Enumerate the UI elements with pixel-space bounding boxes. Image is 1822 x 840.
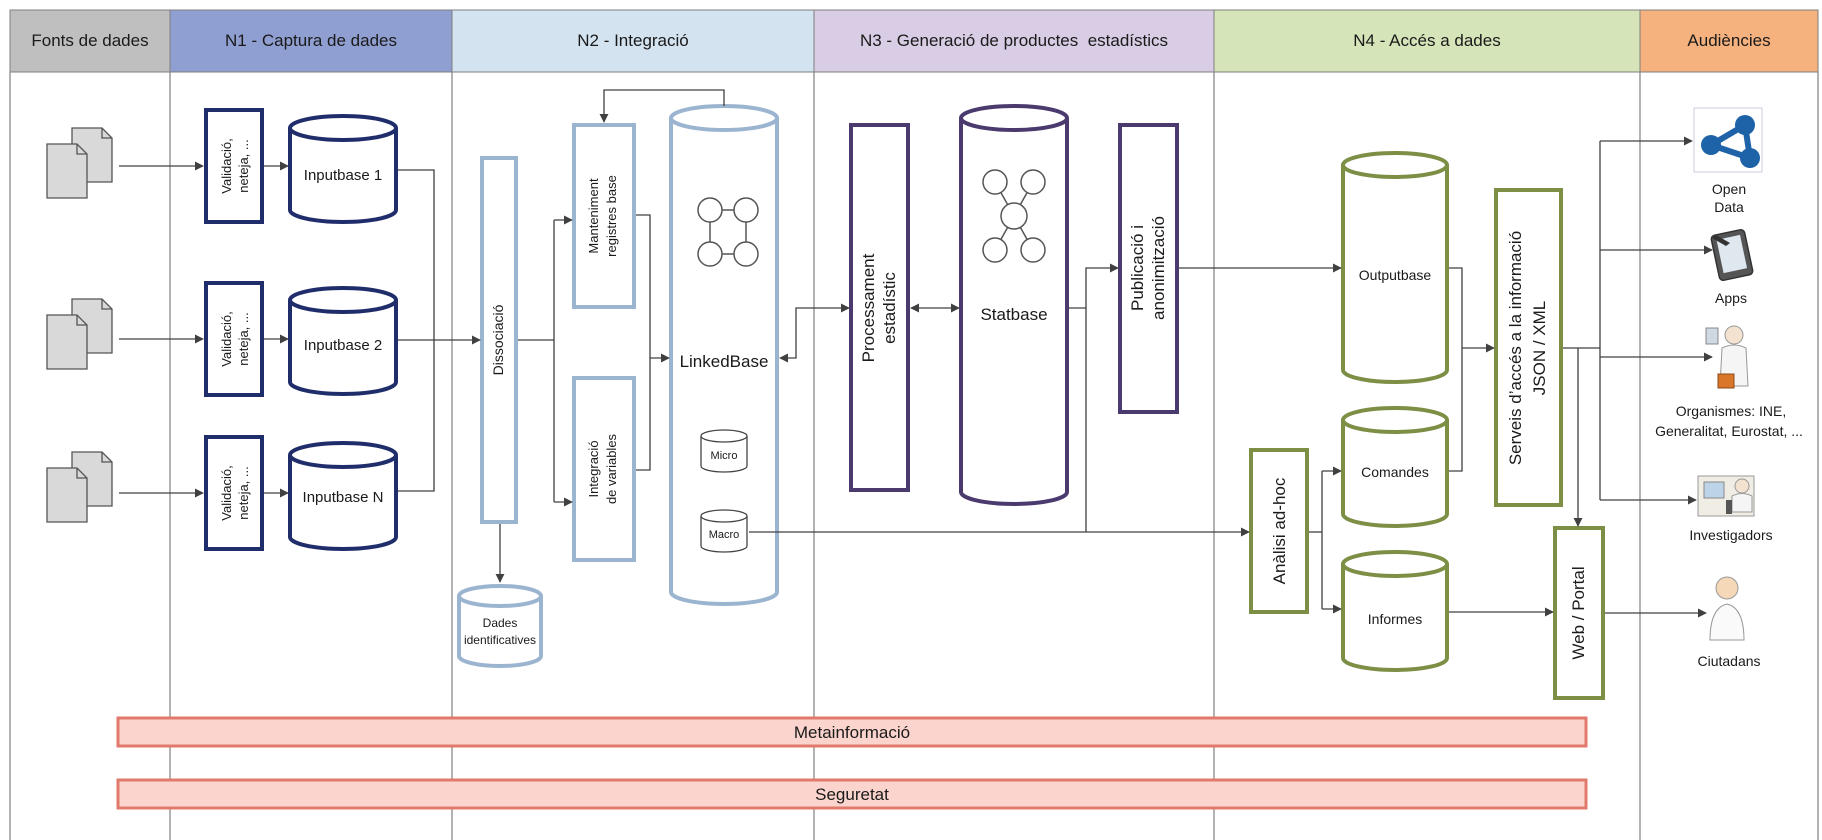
statbase-label: Statbase: [980, 305, 1047, 324]
validation-box-1: [204, 108, 264, 224]
source-doc-1-icon: [46, 127, 113, 199]
open-data-label-1: Open: [1712, 181, 1746, 197]
processament-label-2: estadístic: [880, 272, 899, 344]
seguretat-label: Seguretat: [815, 785, 889, 804]
source-doc-3-icon: [46, 451, 113, 523]
manteniment-label-2: registres base: [604, 175, 619, 257]
integracio-box: [572, 376, 636, 562]
validation-label-2a: Validació,: [219, 311, 234, 366]
citizen-icon: [1709, 576, 1745, 641]
validation-box-3: [204, 435, 264, 551]
apps-label: Apps: [1715, 290, 1747, 306]
n2-components: Dissociació Dades identificatives Manten…: [457, 104, 779, 668]
researcher-icon: [1697, 475, 1755, 517]
outputbase-label: Outputbase: [1359, 267, 1432, 283]
connectors: [119, 89, 1713, 618]
lane-title-n1: N1 - Captura de dades: [225, 31, 397, 50]
manteniment-label-1: Manteniment: [586, 178, 601, 254]
lane-header-n4: [1213, 9, 1641, 73]
source-doc-2-icon: [46, 298, 113, 370]
lane-headers: Fonts de dades N1 - Captura de dades N2 …: [9, 9, 1819, 73]
comandes-label: Comandes: [1361, 464, 1429, 480]
macro-label: Macro: [709, 529, 740, 541]
open-data-label-2: Data: [1714, 199, 1744, 215]
inputbase-1-label: Inputbase 1: [304, 167, 382, 184]
investigadors-label: Investigadors: [1689, 527, 1772, 543]
dades-ident-label-2: identificatives: [464, 633, 536, 647]
validation-label-1b: neteja, ...: [236, 139, 251, 192]
serveis-label-1: Serveis d’accés a la informació: [1506, 231, 1525, 465]
audiences: Open Data Apps Organismes: INE, Generali…: [1655, 107, 1803, 669]
integracio-label-2: de variables: [604, 433, 619, 504]
n3-components: Processament estadístic Statbase Publica…: [849, 104, 1179, 506]
inputbase-n-label: Inputbase N: [303, 489, 384, 506]
inputbase-2-label: Inputbase 2: [304, 337, 382, 354]
web-portal-box: [1553, 526, 1605, 700]
publicacio-label-1: Publicació i: [1128, 225, 1147, 311]
lane-header-n2: [451, 9, 815, 73]
lane-header-n3: [813, 9, 1215, 73]
analisi-box: [1249, 448, 1309, 614]
lane-title-n2: N2 - Integració: [577, 31, 689, 50]
n1-validation-boxes: Validació, neteja, ... Validació, neteja…: [204, 108, 264, 551]
lane-header-n1: [169, 9, 453, 73]
informes-label: Informes: [1368, 611, 1422, 627]
lane-title-n3: N3 - Generació de productes estadístics: [860, 31, 1168, 50]
metainformacio-label: Metainformació: [794, 723, 910, 742]
organismes-label-2: Generalitat, Eurostat, ...: [1655, 423, 1803, 439]
linkedbase-label: LinkedBase: [680, 352, 769, 371]
analisi-label: Anàlisi ad-hoc: [1270, 477, 1289, 584]
open-data-icon: [1693, 107, 1763, 173]
network-graph-icon: [697, 197, 759, 267]
processament-label-1: Processament: [859, 253, 878, 362]
n4-components: Outputbase Comandes Informes Anàlisi ad-…: [1249, 151, 1605, 700]
serveis-box: [1494, 188, 1563, 507]
n1-inputbases: Inputbase 1 Inputbase 2 Inputbase N: [288, 114, 398, 551]
micro-label: Micro: [711, 450, 738, 462]
validation-label-3b: neteja, ...: [236, 466, 251, 519]
validation-label-3a: Validació,: [219, 465, 234, 520]
integracio-label-1: Integració: [586, 440, 601, 497]
validation-box-2: [204, 281, 264, 397]
publicacio-label-2: anonimització: [1149, 216, 1168, 320]
lane-title-fonts: Fonts de dades: [31, 31, 148, 50]
lane-title-n4: N4 - Accés a dades: [1353, 31, 1500, 50]
organismes-label-1: Organismes: INE,: [1676, 403, 1786, 419]
lane-title-aud: Audiències: [1687, 31, 1770, 50]
official-person-icon: [1705, 325, 1749, 389]
tablet-icon: [1710, 228, 1754, 282]
validation-label-2b: neteja, ...: [236, 312, 251, 365]
lane-separators: [9, 72, 1819, 840]
dissociacio-label: Dissociació: [490, 304, 506, 375]
cross-cutting-bars: Metainformació Seguretat: [116, 716, 1588, 810]
manteniment-box: [572, 123, 636, 309]
serveis-label-2: JSON / XML: [1530, 301, 1549, 395]
dades-ident-label-1: Dades: [483, 616, 518, 630]
ciutadans-label: Ciutadans: [1697, 653, 1760, 669]
validation-label-1a: Validació,: [219, 138, 234, 193]
publicacio-box: [1118, 123, 1179, 414]
processament-box: [849, 123, 910, 492]
seguretat-bar: [116, 778, 1588, 810]
web-portal-label: Web / Portal: [1569, 566, 1588, 659]
lane-header-aud: [1639, 9, 1819, 73]
star-network-icon: [982, 169, 1046, 263]
lane-header-fonts: [9, 9, 171, 73]
dissociacio-box: [480, 156, 518, 524]
metainformacio-bar: [116, 716, 1588, 748]
